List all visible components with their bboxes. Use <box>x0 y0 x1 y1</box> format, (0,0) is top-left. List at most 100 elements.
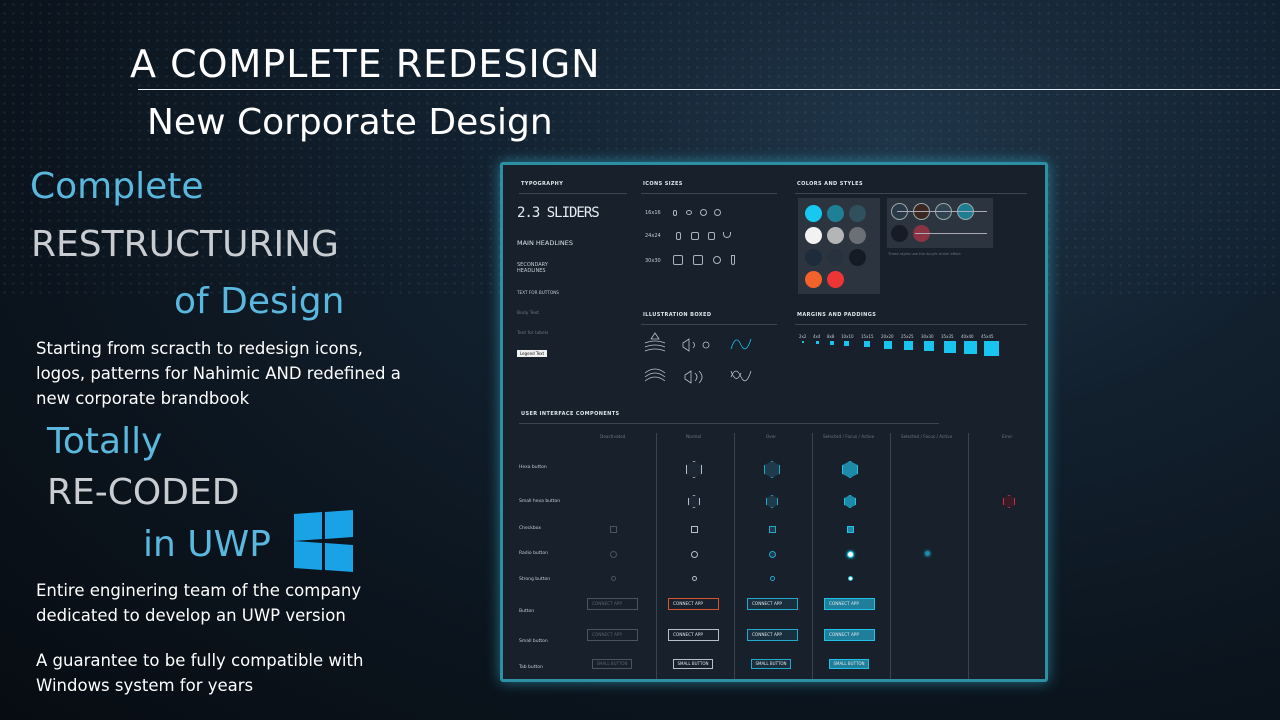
column-divider <box>890 433 891 679</box>
tab-button-normal[interactable]: SMALL BUTTON <box>673 659 713 669</box>
paragraph-engineering: Entire enginering team of the company de… <box>36 581 362 625</box>
slide-title: A COMPLETE REDESIGN <box>130 42 601 86</box>
small-connect-button-deactivated[interactable]: CONNECT APP <box>587 629 638 641</box>
small-connect-button-over[interactable]: CONNECT APP <box>747 629 798 641</box>
col-deactivated: Deactivated <box>600 434 626 439</box>
margin-label: 40x40 <box>961 334 974 339</box>
checkbox-selected[interactable] <box>847 526 854 533</box>
margin-label: 35x35 <box>941 334 954 339</box>
margin-square <box>844 341 849 346</box>
color-swatch <box>805 205 822 222</box>
radio-selected-alt[interactable] <box>925 551 930 556</box>
color-swatch <box>827 227 844 244</box>
color-swatch <box>805 227 822 244</box>
row-hexa-button: Hexa button <box>519 465 547 470</box>
strong-button-over[interactable] <box>770 576 775 581</box>
small-hexa-button-error[interactable] <box>1003 495 1019 512</box>
typography-heading: TYPOGRAPHY <box>521 181 564 187</box>
slider-track <box>897 211 987 212</box>
small-connect-button-selected[interactable]: CONNECT APP <box>824 629 875 641</box>
small-hexa-button-over[interactable] <box>766 495 782 512</box>
icons-divider <box>641 193 777 194</box>
connect-button-selected[interactable]: CONNECT APP <box>824 598 875 610</box>
color-swatch <box>827 271 844 288</box>
undo-icon <box>723 232 731 238</box>
title-divider <box>138 89 1280 90</box>
radio-deactivated[interactable] <box>610 551 617 558</box>
paragraph-compatibility: A guarantee to be fully compatible with … <box>36 651 364 695</box>
column-divider <box>968 433 969 679</box>
typography-text-for-labels: Text for labels <box>517 331 549 336</box>
gear-icon <box>714 209 721 216</box>
acrylic-note: These styles use the Acrylic brush effec… <box>888 252 961 256</box>
heading-restructuring: RESTRUCTURING <box>31 224 339 265</box>
heading-in-uwp: in UWP <box>143 524 271 565</box>
connect-button-deactivated[interactable]: CONNECT APP <box>587 598 638 610</box>
tab-button-over[interactable]: SMALL BUTTON <box>751 659 791 669</box>
speaker-illustration <box>650 332 660 340</box>
hexa-button-selected[interactable] <box>842 461 858 478</box>
row-small-button: Small button <box>519 639 548 644</box>
strong-button-selected[interactable] <box>848 576 853 581</box>
checkbox-over[interactable] <box>769 526 776 533</box>
slider-track <box>915 233 987 234</box>
typography-body-text: Body Text <box>517 311 539 316</box>
column-divider <box>812 433 813 679</box>
hexa-button-normal[interactable] <box>686 461 702 478</box>
margin-square <box>944 341 956 353</box>
margin-label: 25x25 <box>901 334 914 339</box>
margin-square <box>830 341 834 345</box>
small-connect-button-normal[interactable]: CONNECT APP <box>668 629 719 641</box>
mic-icon <box>676 232 681 240</box>
column-divider <box>656 433 657 679</box>
margin-label: 15x15 <box>861 334 874 339</box>
heading-recoded: RE-CODED <box>47 472 240 513</box>
radio-over[interactable] <box>769 551 776 558</box>
small-hexa-button-selected[interactable] <box>844 495 860 512</box>
checkbox-normal[interactable] <box>691 526 698 533</box>
wave-illustration <box>644 368 666 382</box>
trash-icon <box>708 232 715 240</box>
tab-button-selected[interactable]: SMALL BUTTON <box>829 659 869 669</box>
windows-logo-icon <box>294 510 354 572</box>
color-swatch <box>849 249 866 266</box>
icons-heading: ICONS SIZES <box>643 181 683 187</box>
color-swatch <box>805 271 822 288</box>
strong-button-normal[interactable] <box>692 576 697 581</box>
slide-subtitle: New Corporate Design <box>147 102 553 143</box>
margin-square <box>864 341 870 347</box>
col-selected: Selected / Focus / Active <box>823 434 875 439</box>
connect-button-normal[interactable]: CONNECT APP <box>668 598 719 610</box>
hexa-button-over[interactable] <box>764 461 780 478</box>
heading-totally: Totally <box>47 421 163 462</box>
paragraph-redesign: Starting from scracth to redesign icons,… <box>36 339 401 408</box>
margin-square <box>884 341 892 349</box>
checkbox-deactivated[interactable] <box>610 526 617 533</box>
equalizer-icon <box>691 232 699 240</box>
row-small-hexa-button: Small hexa button <box>519 499 561 504</box>
margin-label: 20x20 <box>881 334 894 339</box>
heading-of-design: of Design <box>174 281 345 322</box>
margin-label: 10x10 <box>841 334 854 339</box>
margin-square <box>964 341 977 354</box>
color-swatch <box>805 249 822 266</box>
margin-label: 30x30 <box>921 334 934 339</box>
slider-knob-dark <box>891 225 908 242</box>
connect-button-over[interactable]: CONNECT APP <box>747 598 798 610</box>
margin-label: 4x4 <box>813 334 821 339</box>
surround-icon <box>713 256 721 264</box>
margins-heading: MARGINS AND PADDINGS <box>797 312 877 318</box>
small-hexa-button-normal[interactable] <box>688 495 704 512</box>
radio-normal[interactable] <box>691 551 698 558</box>
typography-text-for-buttons: TEXT FOR BUTTONS <box>517 290 559 295</box>
music-note-icon <box>731 255 735 265</box>
illustrations <box>644 332 752 384</box>
clock-icon <box>700 209 707 216</box>
tab-button-deactivated[interactable]: SMALL BUTTON <box>592 659 632 669</box>
typography-divider <box>519 193 627 194</box>
row-strong-button: Strong button <box>519 577 551 582</box>
radio-selected[interactable] <box>847 551 854 558</box>
strong-button-deactivated[interactable] <box>611 576 616 581</box>
mic-icon <box>673 210 677 216</box>
color-swatch <box>827 249 844 266</box>
